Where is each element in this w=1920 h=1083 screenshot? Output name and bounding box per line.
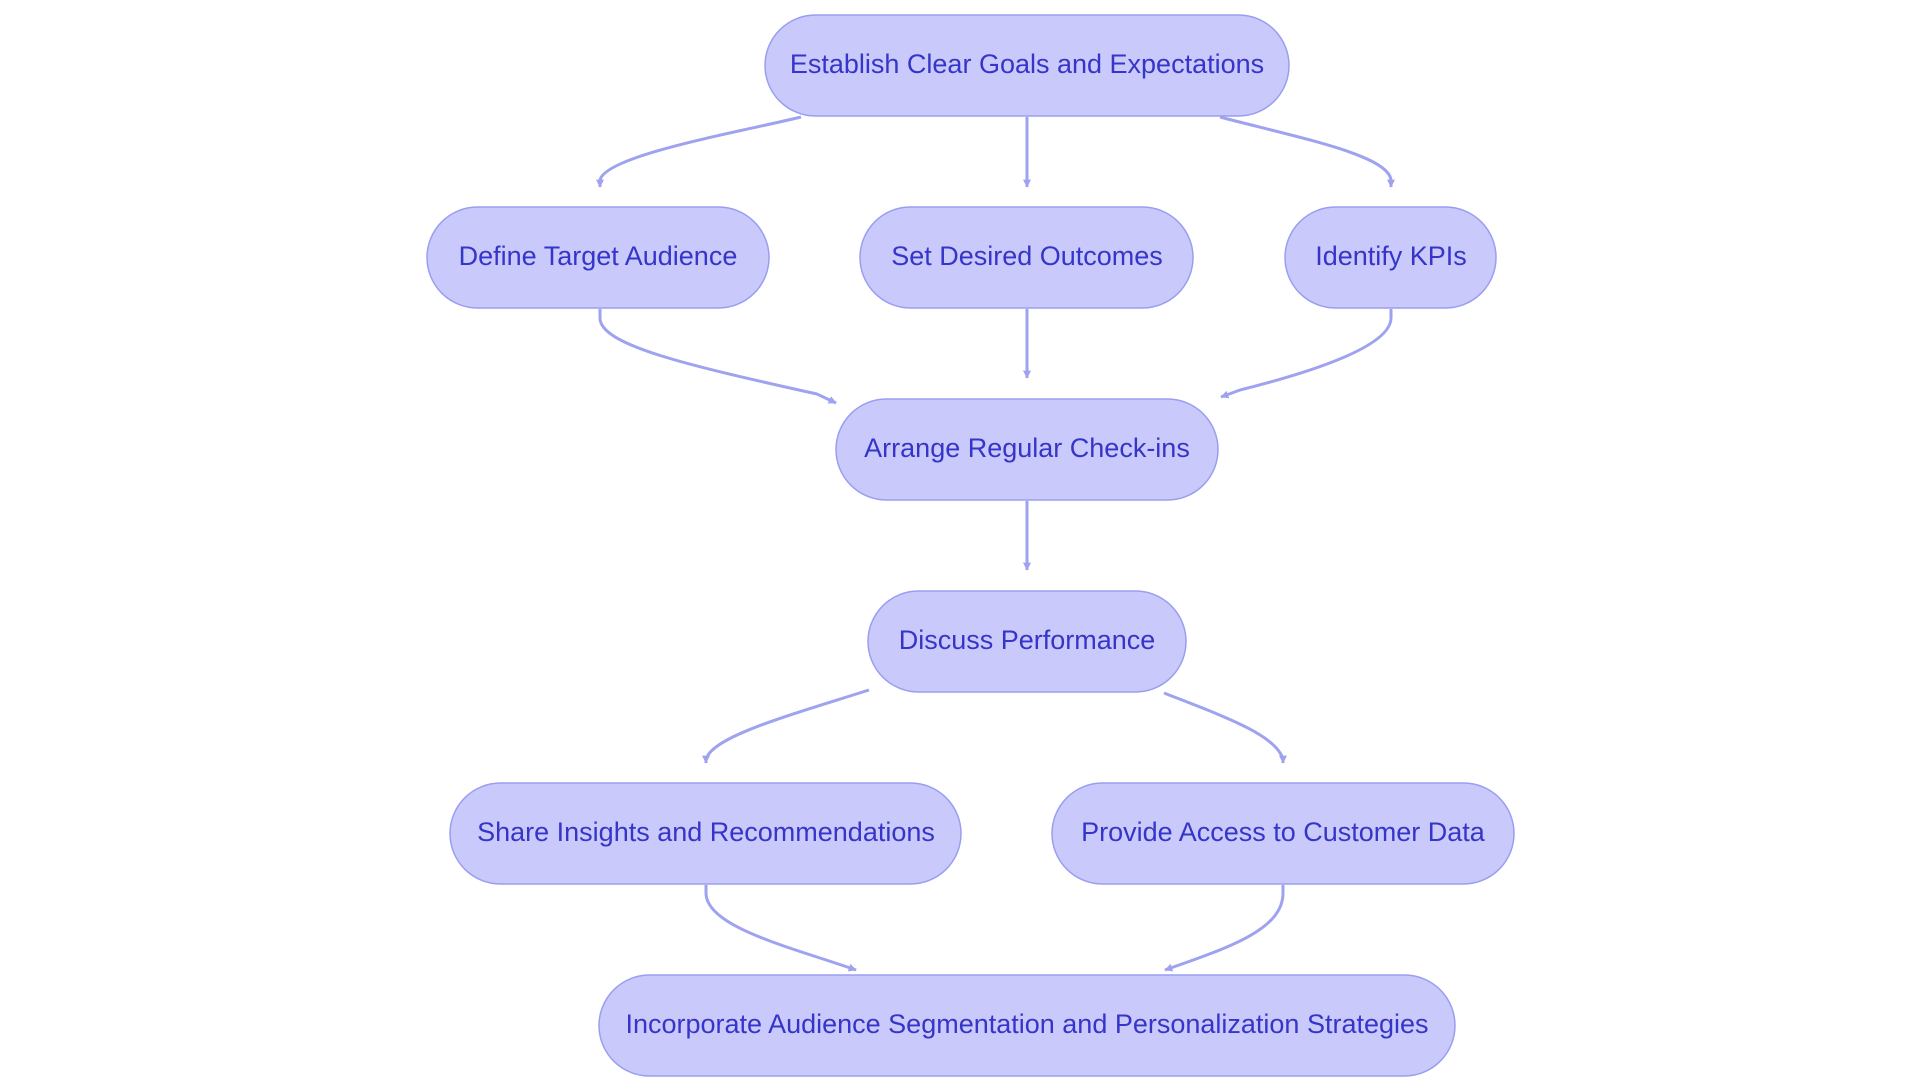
node-identify-kpis: Identify KPIs (1284, 206, 1497, 309)
node-set-desired-outcomes: Set Desired Outcomes (859, 206, 1194, 309)
node-discuss-performance: Discuss Performance (867, 590, 1187, 693)
node-incorporate-segmentation-label: Incorporate Audience Segmentation and Pe… (625, 1009, 1428, 1039)
nodes-layer: Establish Clear Goals and Expectations D… (426, 14, 1515, 1077)
node-share-insights: Share Insights and Recommendations (449, 782, 962, 885)
edge-goals-to-audience (596, 115, 802, 188)
node-provide-customer-data: Provide Access to Customer Data (1051, 782, 1515, 885)
node-establish-goals: Establish Clear Goals and Expectations (764, 14, 1290, 117)
edge-performance-to-insights (702, 688, 870, 764)
node-define-target-audience-label: Define Target Audience (459, 241, 738, 271)
edges-layer (596, 115, 1395, 972)
node-establish-goals-label: Establish Clear Goals and Expectations (790, 49, 1264, 79)
node-define-target-audience: Define Target Audience (426, 206, 770, 309)
edge-insights-to-segmentation (704, 885, 857, 972)
node-arrange-check-ins: Arrange Regular Check-ins (835, 398, 1219, 501)
node-provide-customer-data-label: Provide Access to Customer Data (1081, 817, 1486, 847)
edge-kpis-to-checkins (1220, 309, 1393, 399)
edge-customer-data-to-segmentation (1164, 885, 1285, 972)
node-share-insights-label: Share Insights and Recommendations (477, 817, 935, 847)
edge-goals-to-kpis (1219, 115, 1395, 188)
node-arrange-check-ins-label: Arrange Regular Check-ins (864, 433, 1190, 463)
node-incorporate-segmentation: Incorporate Audience Segmentation and Pe… (598, 974, 1456, 1077)
node-set-desired-outcomes-label: Set Desired Outcomes (891, 241, 1163, 271)
edge-performance-to-customer-data (1163, 691, 1287, 764)
edge-audience-to-checkins (598, 309, 837, 405)
node-identify-kpis-label: Identify KPIs (1315, 241, 1467, 271)
node-discuss-performance-label: Discuss Performance (899, 625, 1156, 655)
